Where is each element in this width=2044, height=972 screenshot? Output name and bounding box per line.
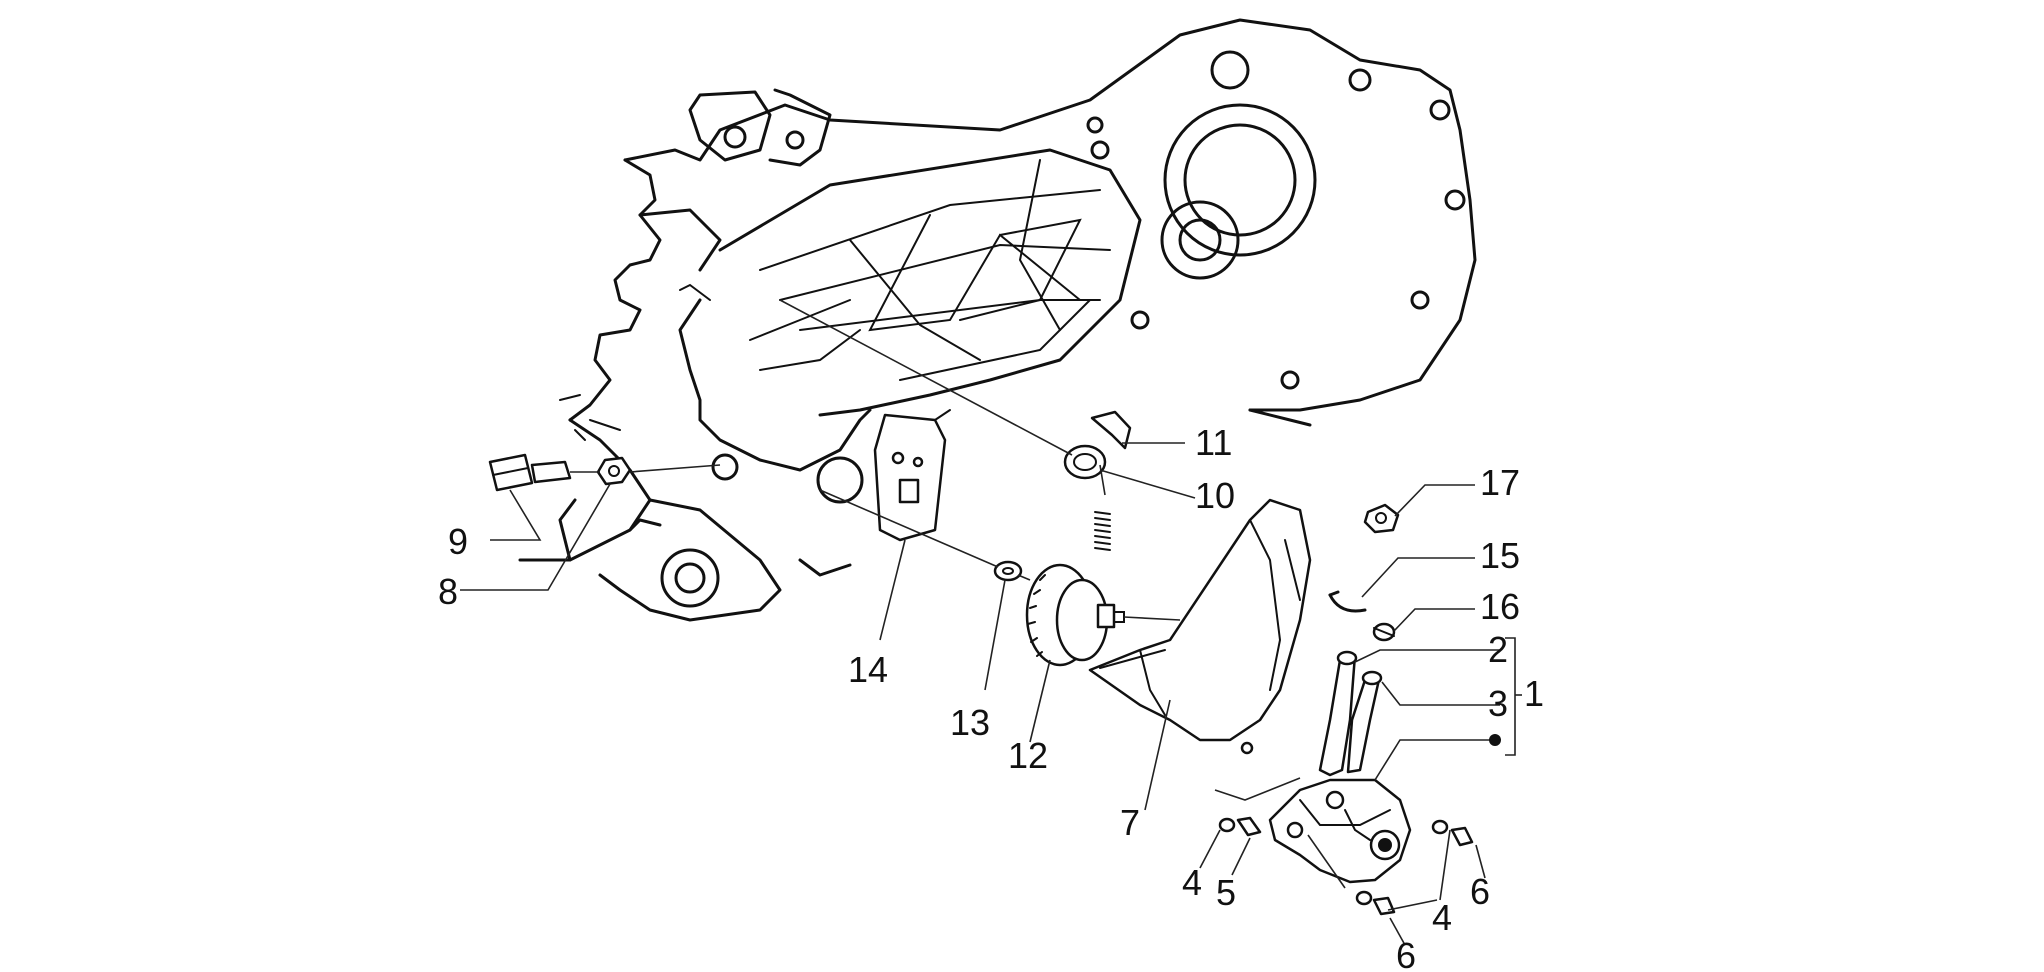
part-1-oil-pump — [1268, 650, 1412, 884]
callout-8: 8 — [438, 571, 458, 612]
callout-15: 15 — [1480, 535, 1520, 576]
part-10-11-gear-spring — [1063, 410, 1132, 551]
callout-3: 3 — [1488, 683, 1508, 724]
washer-4b — [1431, 819, 1449, 835]
screw-6a — [1450, 826, 1474, 847]
callout-6-lower: 6 — [1396, 935, 1416, 972]
part-7-cover — [1088, 498, 1312, 755]
callout-16: 16 — [1480, 586, 1520, 627]
callout-10: 10 — [1195, 475, 1235, 516]
screw-5 — [1236, 816, 1262, 837]
part-12-gear — [1025, 563, 1125, 667]
crankcase-housing — [518, 18, 1477, 622]
part-8-nut — [596, 456, 632, 486]
screw-6b — [1372, 896, 1396, 916]
callout-5: 5 — [1216, 872, 1236, 913]
callout-4-right: 4 — [1432, 897, 1452, 938]
part-9-bolt — [488, 453, 572, 492]
callout-12: 12 — [1008, 735, 1048, 776]
callout-4-left: 4 — [1182, 862, 1202, 903]
part-14-bracket — [873, 409, 951, 542]
callout-2: 2 — [1488, 629, 1508, 670]
callout-14: 14 — [848, 649, 888, 690]
part-15-circlip — [1328, 590, 1367, 613]
callout-13: 13 — [950, 702, 990, 743]
callout-9: 9 — [448, 521, 468, 562]
callout-11: 11 — [1195, 422, 1232, 463]
spring-icon — [1094, 511, 1111, 551]
leader-lines — [460, 299, 1522, 946]
screws-washers — [1218, 816, 1474, 916]
part-16-spring-clip — [1372, 622, 1396, 642]
callout-labels: 9 8 14 13 12 11 10 7 17 15 16 2 3 1 4 5 … — [438, 422, 1544, 972]
callout-6-right: 6 — [1470, 871, 1490, 912]
callout-7: 7 — [1120, 802, 1140, 843]
washer-4a — [1218, 817, 1236, 833]
part-17-clip — [1363, 503, 1400, 534]
callout-17: 17 — [1480, 462, 1520, 503]
callout-1: 1 — [1524, 673, 1544, 714]
washer-4c — [1355, 890, 1373, 906]
part-13-washer — [993, 560, 1023, 582]
